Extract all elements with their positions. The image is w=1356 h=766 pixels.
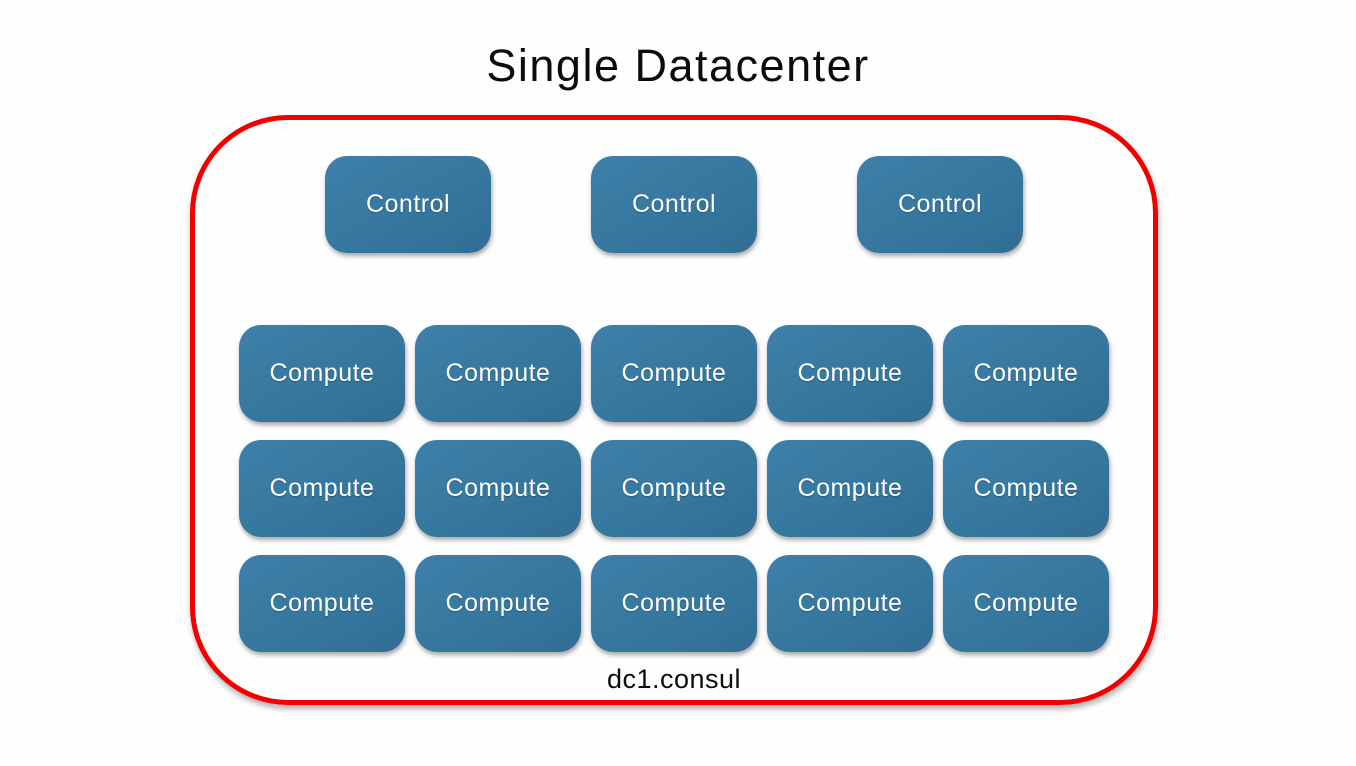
- control-node: Control: [591, 156, 757, 253]
- compute-node: Compute: [943, 440, 1109, 537]
- datacenter-label: dc1.consul: [606, 664, 742, 694]
- diagram-title: Single Datacenter: [486, 40, 870, 91]
- compute-node: Compute: [239, 440, 405, 537]
- compute-node: Compute: [415, 440, 581, 537]
- compute-node: Compute: [767, 555, 933, 652]
- compute-node: Compute: [239, 325, 405, 422]
- control-row: Control Control Control: [195, 156, 1153, 253]
- control-node: Control: [857, 156, 1023, 253]
- compute-node: Compute: [767, 440, 933, 537]
- compute-node: Compute: [767, 325, 933, 422]
- compute-node: Compute: [943, 555, 1109, 652]
- compute-node: Compute: [591, 325, 757, 422]
- compute-node: Compute: [239, 555, 405, 652]
- compute-node: Compute: [415, 555, 581, 652]
- compute-node: Compute: [591, 440, 757, 537]
- compute-node: Compute: [415, 325, 581, 422]
- control-node: Control: [325, 156, 491, 253]
- compute-node: Compute: [943, 325, 1109, 422]
- compute-node: Compute: [591, 555, 757, 652]
